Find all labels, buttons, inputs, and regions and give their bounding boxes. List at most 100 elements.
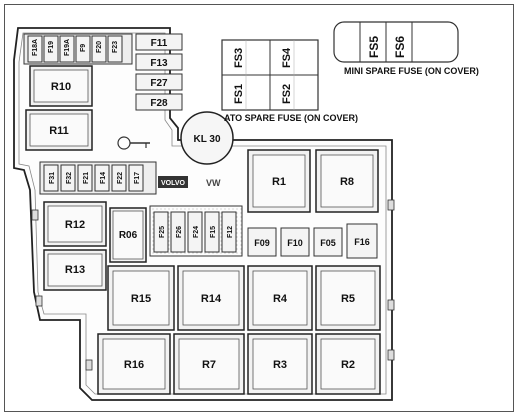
relay-r11: R11 [25, 109, 93, 151]
svg-text:R06: R06 [119, 230, 138, 241]
svg-text:F25: F25 [159, 226, 166, 238]
kl30-terminal: KL 30 [180, 111, 234, 165]
svg-text:F23: F23 [112, 41, 119, 53]
fuse-fs2: FS2 [281, 84, 293, 104]
svg-text:F19A: F19A [64, 39, 71, 56]
fuse-f19: F19 [43, 35, 59, 63]
svg-text:KL 30: KL 30 [193, 134, 220, 145]
svg-text:F19: F19 [48, 41, 55, 53]
svg-text:F16: F16 [354, 237, 370, 247]
volvo-logo: VOLVO [158, 176, 188, 188]
fuse-f28: F28 [135, 93, 183, 111]
fuse-f24: F24 [187, 211, 203, 253]
svg-text:VOLVO: VOLVO [161, 180, 186, 187]
fuse-f17: F17 [128, 164, 144, 192]
svg-text:F10: F10 [287, 238, 303, 248]
svg-text:F11: F11 [151, 38, 168, 49]
fuse-f13: F13 [135, 53, 183, 71]
fuse-f19a: F19A [59, 35, 75, 63]
svg-text:R10: R10 [51, 81, 71, 93]
center-fuse-block: F25 F26 F24 F15 F12 [149, 205, 243, 257]
svg-text:F22: F22 [117, 172, 124, 184]
svg-text:R7: R7 [202, 359, 216, 371]
fuse-f14: F14 [94, 164, 110, 192]
svg-text:R11: R11 [49, 125, 69, 137]
mini-spare-caption: MINI SPARE FUSE (ON COVER) [344, 66, 479, 76]
relay-r3: R3 [247, 333, 313, 395]
vw-logo: VW [206, 178, 221, 188]
fuse-f21: F21 [77, 164, 93, 192]
svg-text:R4: R4 [273, 293, 288, 305]
svg-text:R1: R1 [272, 176, 286, 188]
relay-r1: R1 [247, 149, 311, 213]
fuse-f31: F31 [43, 164, 59, 192]
svg-text:F24: F24 [193, 226, 200, 238]
svg-text:R14: R14 [201, 293, 222, 305]
fuse-f15: F15 [204, 211, 220, 253]
relay-r10: R10 [29, 65, 93, 107]
fuse-f09: F09 [247, 227, 277, 257]
fuse-fs3: FS3 [233, 48, 245, 68]
svg-text:F05: F05 [320, 238, 336, 248]
ato-spare-fuse-panel: FS3 FS4 FS1 FS2 [221, 39, 319, 111]
svg-text:F12: F12 [227, 226, 234, 238]
fuse-f9: F9 [75, 35, 91, 63]
svg-text:F14: F14 [100, 172, 107, 184]
relay-r14: R14 [177, 265, 245, 331]
relay-r7: R7 [173, 333, 245, 395]
fuse-fs6: FS6 [393, 36, 407, 58]
fuse-f18a: F18A [27, 35, 43, 63]
svg-text:F26: F26 [176, 226, 183, 238]
fuse-f27: F27 [135, 73, 183, 91]
relay-r16: R16 [97, 333, 171, 395]
fuse-fs5: FS5 [367, 36, 381, 58]
ato-spare-caption: ATO SPARE FUSE (ON COVER) [224, 113, 358, 123]
relay-r2: R2 [315, 333, 381, 395]
svg-text:F18A: F18A [32, 39, 39, 56]
fuse-f12: F12 [221, 211, 237, 253]
svg-text:F31: F31 [49, 172, 56, 184]
svg-text:F32: F32 [66, 172, 73, 184]
svg-text:R15: R15 [131, 293, 151, 305]
svg-text:R16: R16 [124, 359, 144, 371]
top-fuse-block: F18A F19 F19A F9 F20 F23 [23, 33, 133, 65]
relay-r13: R13 [43, 249, 107, 291]
fuse-f20: F20 [91, 35, 107, 63]
svg-text:R3: R3 [273, 359, 287, 371]
mid-fuse-block: F31 F32 F21 F14 F22 F17 [39, 161, 157, 195]
fuse-f11: F11 [135, 33, 183, 51]
svg-text:R2: R2 [341, 359, 355, 371]
fuse-f05: F05 [313, 227, 343, 257]
fuse-f32: F32 [60, 164, 76, 192]
relay-r5: R5 [315, 265, 381, 331]
fuse-fs1: FS1 [233, 84, 245, 104]
relay-r15: R15 [107, 265, 175, 331]
fuse-f25: F25 [153, 211, 169, 253]
svg-text:F15: F15 [210, 226, 217, 238]
svg-text:R5: R5 [341, 293, 355, 305]
mounting-clips [31, 199, 395, 371]
fuse-f26: F26 [170, 211, 186, 253]
svg-text:F13: F13 [150, 58, 168, 69]
svg-text:F21: F21 [83, 172, 90, 184]
fuse-f16: F16 [346, 223, 378, 259]
svg-text:F28: F28 [150, 98, 168, 109]
relay-r4: R4 [247, 265, 313, 331]
svg-text:F9: F9 [80, 44, 87, 52]
fuse-box-inner-outline [18, 32, 387, 395]
svg-text:F17: F17 [134, 172, 141, 184]
mini-spare-fuse-panel: FS5 FS6 [333, 21, 459, 63]
svg-text:F27: F27 [150, 78, 168, 89]
svg-text:VW: VW [206, 178, 221, 188]
svg-text:R8: R8 [340, 176, 354, 188]
fuse-f23: F23 [107, 35, 123, 63]
fuse-f10: F10 [280, 227, 310, 257]
svg-text:R13: R13 [65, 264, 85, 276]
svg-text:F09: F09 [254, 238, 270, 248]
key-symbol [117, 136, 150, 150]
svg-text:F20: F20 [96, 41, 103, 53]
relay-r06: R06 [109, 207, 147, 263]
fuse-fs4: FS4 [281, 47, 293, 68]
relay-r8: R8 [315, 149, 379, 213]
